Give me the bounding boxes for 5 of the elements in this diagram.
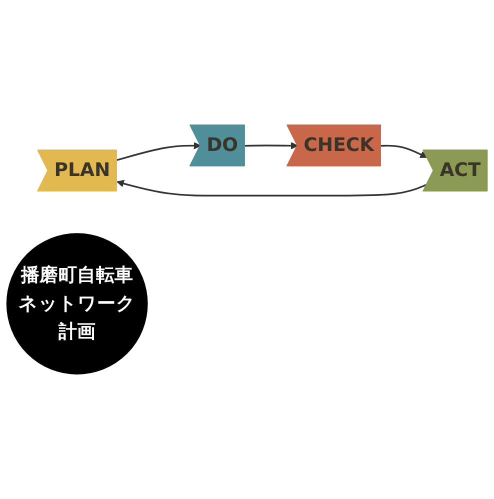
arrow (116, 180, 428, 196)
arrow (380, 144, 428, 158)
arrow (116, 142, 201, 161)
node-circle: 播磨町自転車ネットワーク計画 (6, 233, 148, 374)
arrow (244, 142, 298, 150)
